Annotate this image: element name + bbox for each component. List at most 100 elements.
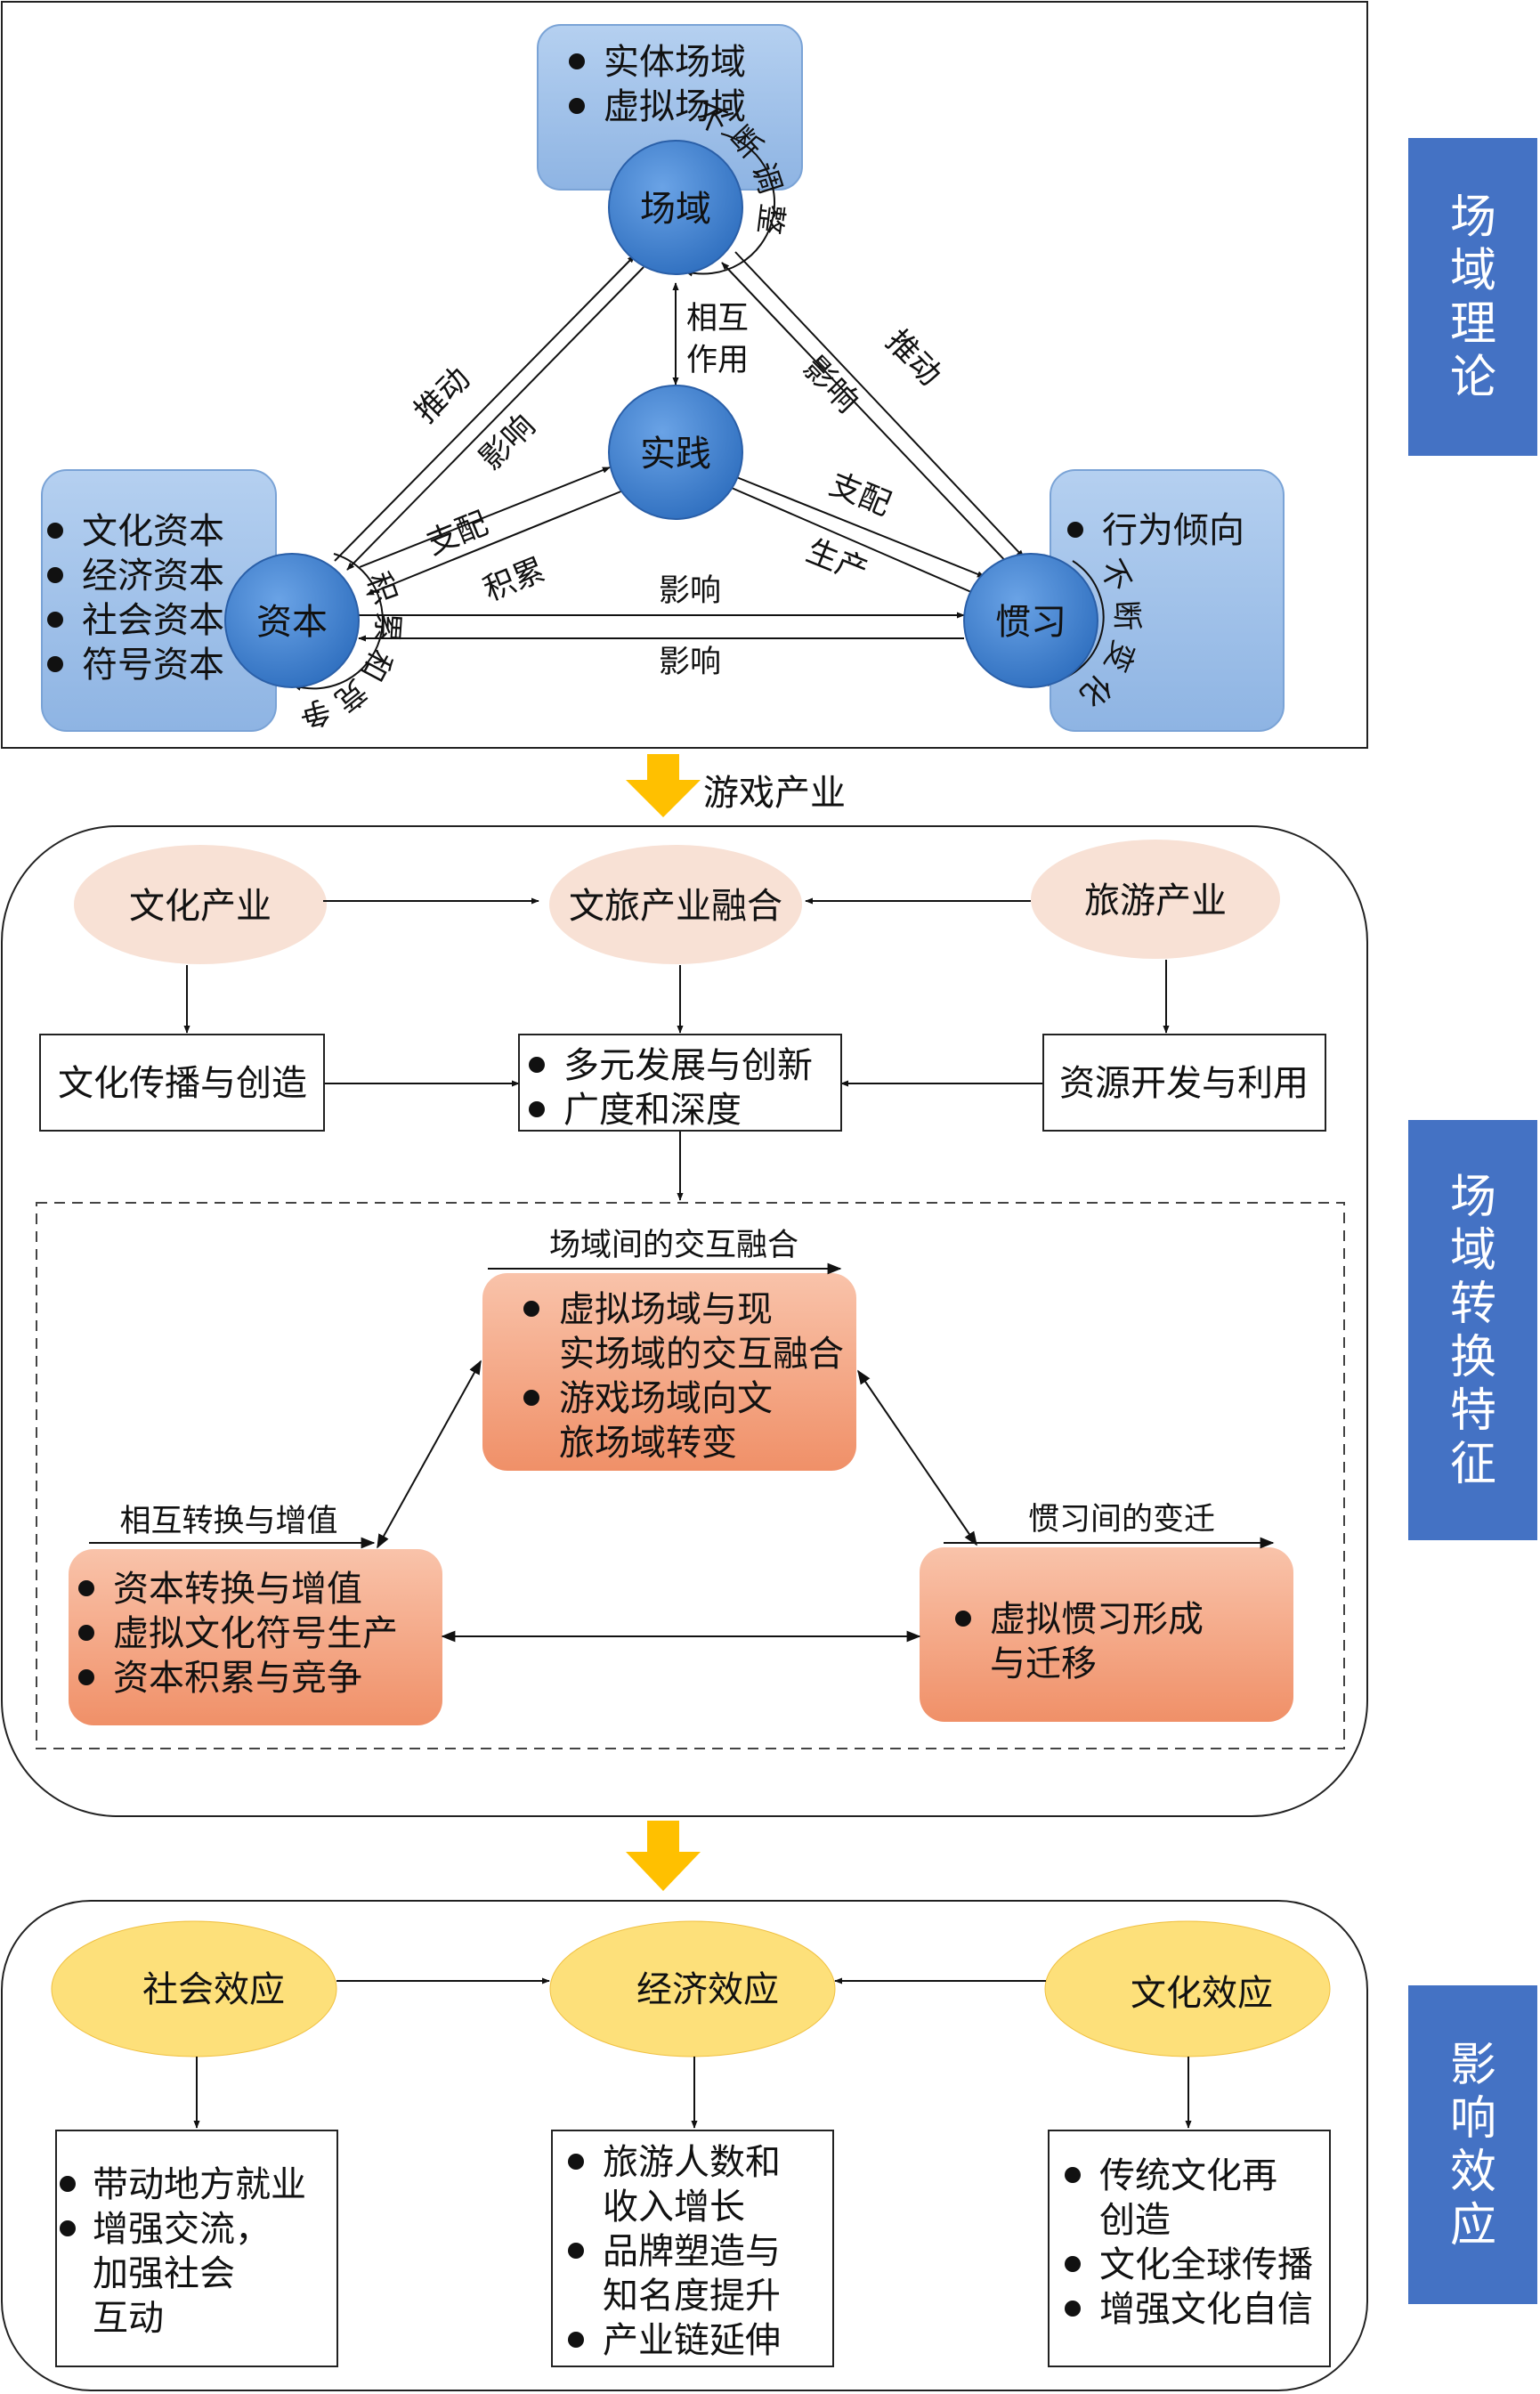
box-habitus-migration: 虚拟惯习形成 与迁移 bbox=[920, 1547, 1293, 1722]
field-interaction-item-cont: 实场域的交互融合 bbox=[559, 1334, 844, 1375]
economic-effect-item: 品牌塑造与 bbox=[603, 2231, 781, 2272]
ellipse-tourism-industry: 旅游产业 bbox=[1031, 840, 1280, 959]
capital-types-list: 文化资本 经济资本 社会资本 符号资本 bbox=[47, 511, 224, 686]
capital-type-item: 社会资本 bbox=[82, 600, 224, 641]
label-field-to-habitus: 影响 bbox=[796, 350, 864, 419]
inner-label-right: 惯习间的变迁 bbox=[1028, 1502, 1215, 1538]
node-field: 场域 bbox=[608, 140, 743, 275]
capital-conversion-item: 资本转换与增值 bbox=[113, 1569, 362, 1610]
edge-field-to-habitus bbox=[734, 251, 1025, 558]
node-capital-label: 资本 bbox=[256, 602, 328, 643]
label-practice-to-habitus: 支配 bbox=[824, 467, 896, 523]
transition-label: 游戏产业 bbox=[703, 773, 846, 814]
arrow-interaction-capital bbox=[377, 1359, 482, 1549]
social-effect-item: 带动地方就业 bbox=[93, 2164, 306, 2205]
cultural-effect-item-cont: 创造 bbox=[1099, 2200, 1171, 2241]
side-title-field-theory-text: 场域理论 bbox=[1450, 191, 1496, 405]
box-capital-conversion: 资本转换与增值 虚拟文化符号生产 资本积累与竞争 bbox=[69, 1549, 442, 1725]
box-economic-effect: 旅游人数和 收入增长 品牌塑造与 知名度提升 产业链延伸 bbox=[551, 2130, 834, 2367]
social-effect-item-cont: 加强社会 bbox=[93, 2253, 235, 2294]
inner-label-left: 相互转换与增值 bbox=[119, 1504, 337, 1539]
social-effect-item: 增强交流， bbox=[93, 2209, 271, 2250]
box-field-interaction: 虚拟场域与现 实场域的交互融合 游戏场域向文 旅场域转变 bbox=[482, 1273, 856, 1471]
transformation-arrows bbox=[183, 897, 1170, 1201]
box-cultural-effect: 传统文化再 创造 文化全球传播 增强文化自信 bbox=[1048, 2130, 1331, 2367]
label-habitus-to-practice: 生产 bbox=[801, 533, 872, 589]
field-interaction-item-cont: 旅场域转变 bbox=[559, 1423, 737, 1464]
cultural-effect-item: 传统文化再 bbox=[1099, 2155, 1277, 2196]
ellipse-cultural-effect-label: 文化效应 bbox=[1131, 1973, 1273, 2014]
cultural-effect-item: 增强文化自信 bbox=[1099, 2289, 1313, 2330]
side-bar bbox=[1408, 1985, 1537, 2304]
capital-type-item: 文化资本 bbox=[82, 511, 224, 552]
ellipse-economic-effect: 经济效应 bbox=[549, 1920, 836, 2057]
cycle-label-char: 整 bbox=[750, 202, 790, 237]
label-habitus-to-field: 推动 bbox=[879, 323, 947, 393]
label-field-practice-line2: 作用 bbox=[686, 343, 749, 378]
label-capital-to-practice: 支配 bbox=[422, 506, 493, 562]
cycle-label-char: 竞 bbox=[328, 672, 373, 718]
label-field-practice-line1: 相互 bbox=[686, 301, 749, 337]
box-resource-development-label: 资源开发与利用 bbox=[1059, 1063, 1309, 1104]
cycle-label-char: 争 bbox=[296, 692, 335, 734]
inner-label-top: 场域间的交互融合 bbox=[549, 1228, 798, 1263]
node-habitus: 惯习 bbox=[963, 553, 1098, 688]
label-field-to-capital: 影响 bbox=[473, 408, 542, 477]
ellipse-social-effect: 社会效应 bbox=[51, 1920, 337, 2057]
field-type-item: 实体场域 bbox=[604, 42, 746, 83]
node-capital: 资本 bbox=[224, 553, 360, 688]
label-practice-to-capital: 积累 bbox=[479, 552, 550, 608]
label-capital-to-field: 推动 bbox=[408, 361, 477, 430]
impact-frame bbox=[1, 1900, 1368, 2391]
capital-conversion-item: 资本积累与竞争 bbox=[113, 1658, 362, 1699]
edge-habitus-to-practice bbox=[725, 484, 978, 596]
ellipse-social-effect-label: 社会效应 bbox=[142, 1969, 285, 2010]
ellipse-culture-industry-label: 文化产业 bbox=[129, 886, 272, 927]
fusion-item: 多元发展与创新 bbox=[563, 1045, 813, 1086]
label-habitus-to-capital: 影响 bbox=[659, 645, 721, 680]
edge-practice-to-capital bbox=[366, 490, 624, 596]
inner-arrows bbox=[89, 1262, 1275, 1643]
field-types-list: 实体场域 虚拟场域 bbox=[569, 42, 746, 127]
edge-field-to-capital bbox=[346, 266, 644, 571]
arrow-interaction-habitus bbox=[857, 1369, 977, 1546]
edge-capital-to-practice bbox=[359, 467, 611, 568]
box-fusion-development: 多元发展与创新 广度和深度 bbox=[518, 1034, 842, 1132]
field-type-item: 虚拟场域 bbox=[604, 86, 746, 127]
label-field-practice: 相互 作用 bbox=[686, 301, 749, 378]
economic-effect-item: 产业链延伸 bbox=[603, 2320, 781, 2361]
social-effect-item-cont: 互动 bbox=[93, 2298, 164, 2339]
box-culture-spread: 文化传播与创造 bbox=[39, 1034, 325, 1132]
side-title-impact: 影响效应 bbox=[1408, 1985, 1537, 2304]
node-field-label: 场域 bbox=[640, 189, 711, 230]
habitus-types-list: 行为倾向 bbox=[1067, 510, 1244, 551]
impact-arrows bbox=[193, 1977, 1192, 2129]
side-title-transformation: 场域转换特征 bbox=[1408, 1120, 1537, 1540]
capital-conversion-item: 虚拟文化符号生产 bbox=[113, 1613, 398, 1654]
box-resource-development: 资源开发与利用 bbox=[1042, 1034, 1326, 1132]
ellipse-fusion-label: 文旅产业融合 bbox=[569, 886, 782, 927]
capital-type-item: 符号资本 bbox=[82, 645, 224, 686]
transformation-frame bbox=[1, 825, 1368, 1817]
transition-arrow-2 bbox=[626, 1821, 701, 1891]
field-theory-frame bbox=[1, 1, 1368, 749]
ellipse-tourism-industry-label: 旅游产业 bbox=[1084, 881, 1227, 921]
transition-arrow-1: 游戏产业 bbox=[626, 754, 846, 817]
box-social-effect: 带动地方就业 增强交流， 加强社会 互动 bbox=[55, 2130, 338, 2367]
economic-effect-item-cont: 收入增长 bbox=[603, 2187, 745, 2228]
cultural-effect-item: 文化全球传播 bbox=[1099, 2244, 1313, 2285]
field-interaction-item: 虚拟场域与现 bbox=[559, 1289, 773, 1330]
field-interaction-item: 游戏场域向文 bbox=[559, 1378, 773, 1419]
ellipse-culture-industry: 文化产业 bbox=[74, 845, 327, 964]
cycle-label-char: 累 bbox=[369, 611, 406, 644]
side-title-impact-text: 影响效应 bbox=[1450, 2039, 1496, 2252]
side-title-transformation-text: 场域转换特征 bbox=[1450, 1171, 1496, 1491]
capital-type-item: 经济资本 bbox=[82, 556, 224, 596]
edge-habitus-to-field bbox=[721, 262, 1013, 569]
economic-effect-item: 旅游人数和 bbox=[603, 2142, 781, 2183]
side-title-field-theory: 场域理论 bbox=[1408, 138, 1537, 456]
node-practice-label: 实践 bbox=[640, 434, 711, 475]
fusion-item: 广度和深度 bbox=[563, 1090, 742, 1131]
capital-cycle-arc bbox=[293, 553, 384, 691]
